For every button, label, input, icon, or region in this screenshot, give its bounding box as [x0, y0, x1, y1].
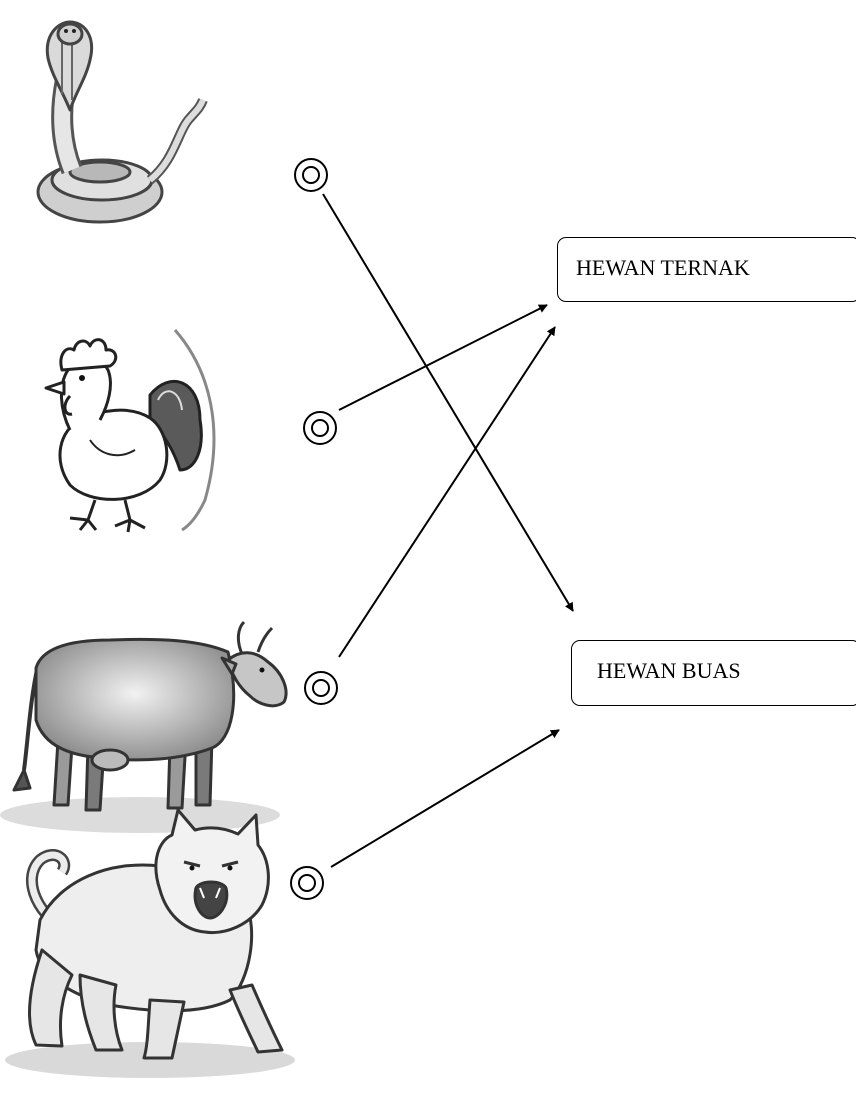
- tiger-icon: [5, 808, 295, 1078]
- rooster-icon: [44, 329, 216, 533]
- cow-icon: [0, 620, 288, 833]
- arrow-rooster-to-ternak: [338, 304, 548, 411]
- answer-arrows: [322, 193, 574, 868]
- arrow-tiger-to-buas: [330, 729, 560, 868]
- connector-dot-tiger[interactable]: [290, 866, 324, 900]
- connector-dot-snake[interactable]: [294, 158, 328, 192]
- category-label-buas: HEWAN BUAS: [597, 658, 741, 683]
- connector-dot-rooster[interactable]: [303, 411, 337, 445]
- arrow-cow-to-ternak: [338, 326, 556, 658]
- snake-icon: [36, 20, 208, 224]
- connector-dot-cow[interactable]: [304, 671, 338, 705]
- category-label-ternak: HEWAN TERNAK: [576, 255, 750, 280]
- arrow-snake-to-buas: [322, 193, 574, 612]
- category-box-buas[interactable]: HEWAN BUAS: [571, 640, 856, 706]
- category-box-ternak[interactable]: HEWAN TERNAK: [557, 237, 856, 302]
